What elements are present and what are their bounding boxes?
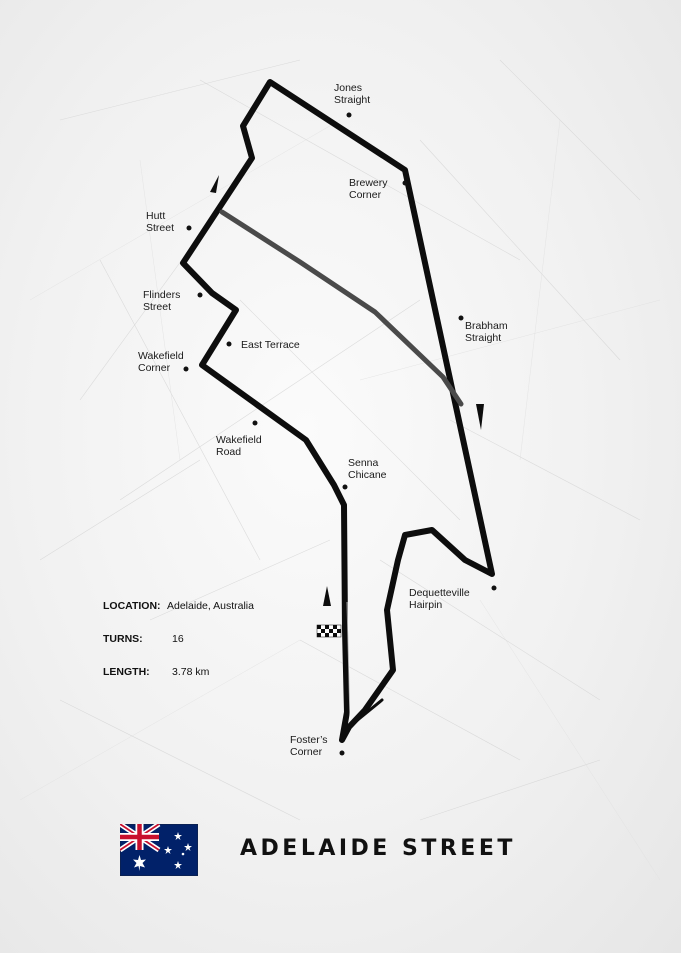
circuit-title: ADELAIDE STREET <box>240 836 516 861</box>
corner-dot-brabham-straight <box>458 315 464 321</box>
sector-marker-2 <box>476 404 484 430</box>
sector-marker-3 <box>323 586 331 606</box>
sector-marker-1 <box>210 175 219 193</box>
info-turns: TURNS: 16 <box>103 633 184 645</box>
corner-dot-wakefield-corner <box>183 366 189 372</box>
corner-dot-brewery-corner <box>402 180 408 186</box>
corner-dot-hutt-street <box>186 225 192 231</box>
australia-flag-icon <box>120 824 198 876</box>
info-turns-value: 16 <box>172 633 184 645</box>
track-outline <box>180 79 495 743</box>
corner-dot-flinders-street <box>197 292 203 298</box>
start-finish-flag <box>316 624 342 638</box>
corner-dot-dequetteville-hairpin <box>491 585 497 591</box>
info-length: LENGTH: 3.78 km <box>103 666 209 678</box>
corner-dot-wakefield-road <box>252 420 258 426</box>
info-location-value: Adelaide, Australia <box>167 600 254 612</box>
info-length-value: 3.78 km <box>172 666 210 678</box>
corner-dot-fosters-corner <box>339 750 345 756</box>
info-location: LOCATION: Adelaide, Australia <box>103 600 254 612</box>
info-location-label: LOCATION: <box>103 600 161 612</box>
corner-dot-senna-chicane <box>342 484 348 490</box>
info-turns-label: TURNS: <box>103 633 143 645</box>
info-length-label: LENGTH: <box>103 666 150 678</box>
pit-entry <box>346 601 351 721</box>
pit-lane <box>347 698 384 729</box>
corner-dot-east-terrace <box>226 341 232 347</box>
corner-label-east-terrace: East Terrace <box>241 339 300 351</box>
corner-dot-jones-straight <box>346 112 352 118</box>
alternate-track-section <box>219 209 464 407</box>
